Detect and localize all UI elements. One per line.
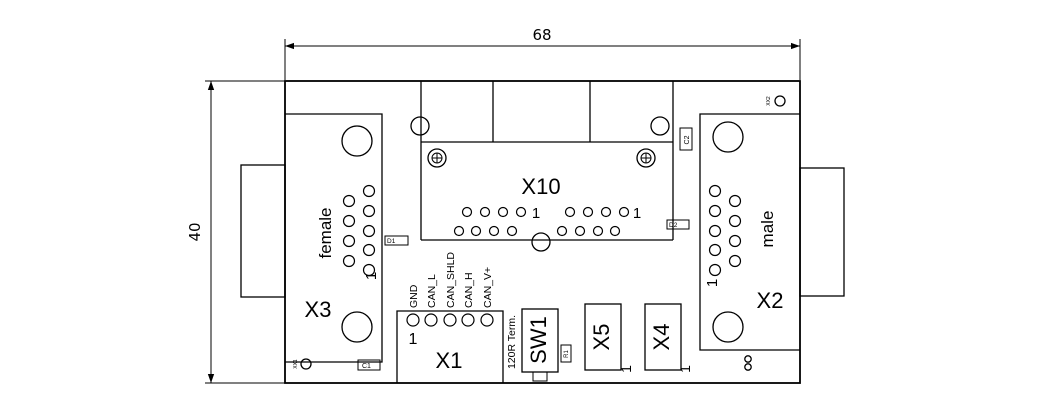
sw1-term-label: 120R Term. [506, 315, 518, 369]
x2-connector: male 1 X2 [699, 113, 845, 351]
x2-mount-hole-bottom [712, 311, 744, 343]
x2-label: X2 [757, 288, 784, 313]
x10-connector: X10 1 1 [410, 81, 674, 252]
svg-text:D1: D1 [387, 238, 396, 245]
x2-shell [799, 167, 845, 297]
x10-pin1-left-label: 1 [532, 205, 540, 222]
svg-text:XX2: XX2 [766, 96, 772, 106]
x10-screw-left [427, 148, 447, 168]
c1-component: C1 [357, 359, 381, 371]
x3-connector: female 1 X3 [240, 113, 383, 363]
x1-pin1-label: 1 [409, 331, 418, 348]
x4-connector: X4 1 [644, 303, 693, 373]
x10-mount-left [410, 116, 430, 136]
jumper-pads [744, 355, 752, 371]
x3-pin1-label: 1 [363, 272, 380, 280]
x3-mount-hole-bottom [341, 311, 373, 343]
svg-text:D2: D2 [669, 222, 678, 229]
x3-type-label: female [316, 207, 335, 258]
xx1-fiducial: XX1 [293, 358, 312, 370]
x3-label: X3 [305, 297, 332, 322]
x1-pins [406, 313, 494, 327]
x4-pin1-label: 1 [677, 365, 693, 373]
x5-label: X5 [589, 324, 614, 351]
width-dimension: 68 [284, 26, 801, 80]
x5-connector: X5 1 [584, 303, 634, 373]
x1-pin-can-vplus: CAN_V+ [482, 267, 494, 308]
x10-screw-right [636, 148, 656, 168]
x2-mount-hole-top [712, 121, 744, 153]
svg-text:R1: R1 [564, 350, 570, 358]
x2-pin1-label: 1 [704, 279, 721, 287]
x3-mount-hole-top [341, 125, 373, 157]
x5-pin1-label: 1 [618, 365, 634, 373]
height-dimension: 40 [186, 80, 285, 384]
x2-type-label: male [758, 211, 777, 248]
sw1-switch: SW1 120R Term. [506, 308, 559, 382]
x10-pin1-right-label: 1 [633, 205, 641, 222]
r1-component: R1 [560, 344, 572, 363]
c2-component: C2 [679, 127, 693, 151]
x1-pin-gnd: GND [408, 284, 420, 308]
d2-component: D2 [666, 219, 690, 230]
sw1-label: SW1 [526, 316, 551, 364]
x1-connector: GND CAN_L CAN_SHLD CAN_H CAN_V+ 1 X1 [396, 252, 504, 383]
svg-text:C2: C2 [684, 135, 691, 144]
x1-pin-can-shld: CAN_SHLD [445, 252, 457, 308]
x1-pin-can-h: CAN_H [463, 272, 475, 308]
x10-pins-right [556, 206, 630, 237]
height-dimension-value: 40 [186, 222, 204, 241]
x1-pin-can-l: CAN_L [426, 274, 438, 308]
x3-pins [342, 184, 376, 277]
svg-text:C1: C1 [362, 363, 371, 370]
x10-label: X10 [521, 174, 560, 199]
d1-component: D1 [384, 235, 409, 246]
svg-text:XX1: XX1 [293, 359, 299, 369]
x10-pins-left [453, 206, 527, 237]
width-dimension-value: 68 [532, 26, 551, 44]
x4-label: X4 [649, 324, 674, 351]
x2-pins [708, 184, 742, 277]
x1-label: X1 [436, 348, 463, 373]
xx2-fiducial: XX2 [766, 95, 786, 107]
x3-shell [240, 164, 286, 298]
x10-center-hole [531, 232, 551, 252]
x10-mount-right [650, 116, 670, 136]
